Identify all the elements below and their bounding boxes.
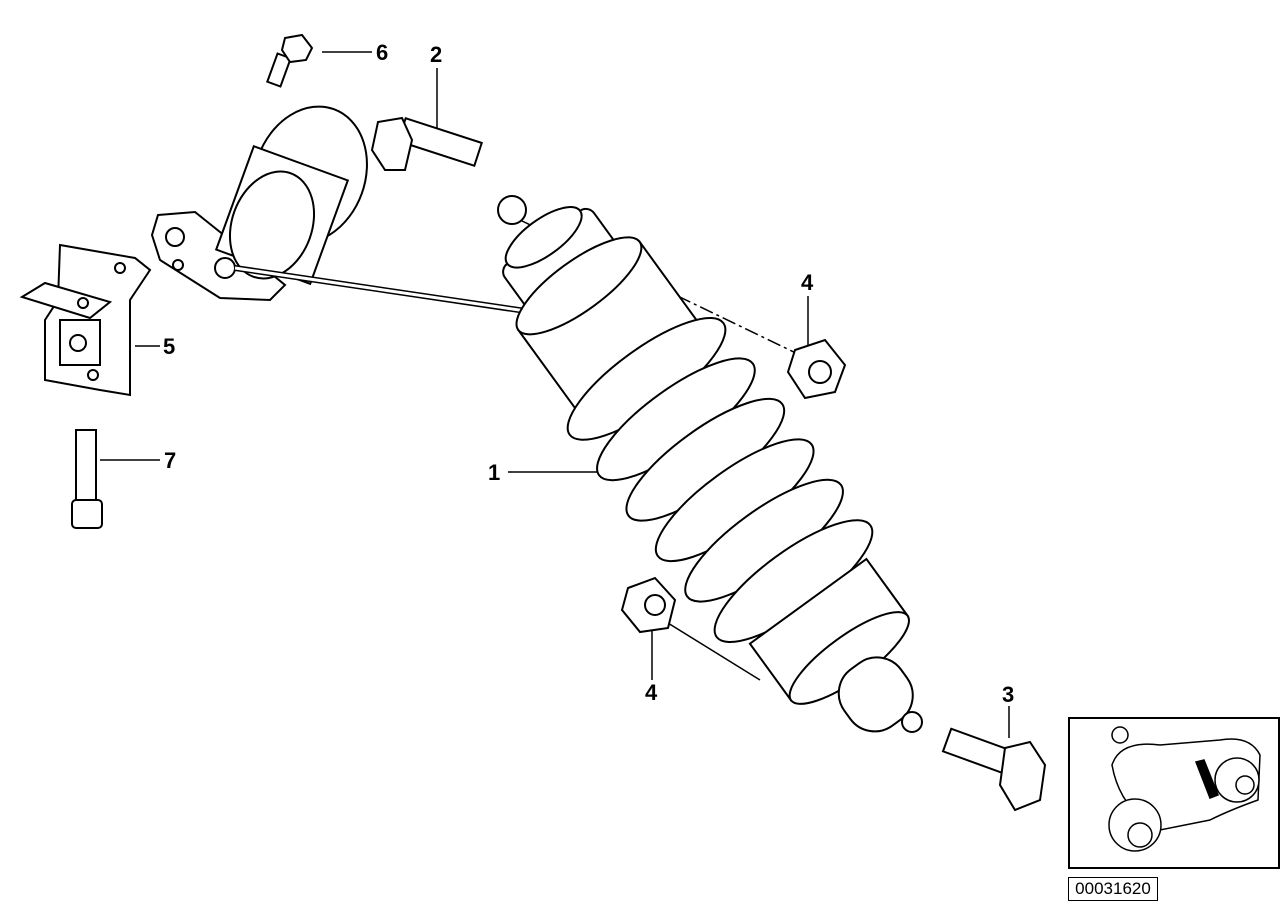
callout-7: 7 <box>164 448 177 473</box>
lower-bolt-part-3 <box>941 727 1047 812</box>
bracket-part-5 <box>19 243 152 397</box>
motorcycle-location-thumbnail <box>1068 717 1280 869</box>
callout-1: 1 <box>488 460 501 485</box>
upper-nut-part-4 <box>786 338 847 400</box>
socket-screw-part-7 <box>71 429 103 529</box>
lower-nut-part-4 <box>620 576 677 634</box>
reference-number: 00031620 <box>1068 877 1158 901</box>
shock-absorber-part-1 <box>502 206 914 733</box>
remote-preload-adjuster <box>150 105 623 361</box>
lower-eye <box>901 711 923 733</box>
adjuster-screw-part-6 <box>266 33 314 88</box>
callout-2: 2 <box>430 42 443 67</box>
callout-5: 5 <box>163 334 176 359</box>
upper-eye <box>497 195 527 225</box>
upper-bolt-part-2 <box>370 116 484 171</box>
callout-4-upper: 4 <box>801 270 814 295</box>
callout-3: 3 <box>1002 682 1015 707</box>
callout-4-lower: 4 <box>645 680 658 705</box>
callout-6: 6 <box>376 40 389 65</box>
